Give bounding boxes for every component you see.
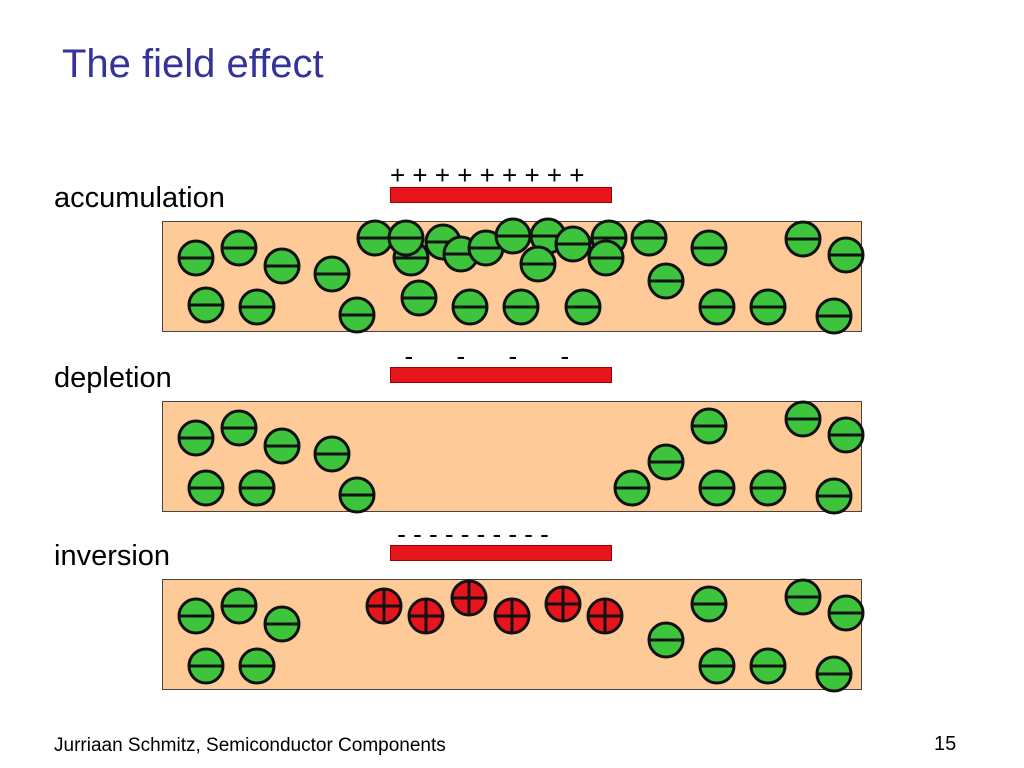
gate-charge-minus-dense: - - - - - - - - - - (390, 519, 549, 549)
electron-carrier (827, 236, 865, 274)
electron-carrier (220, 409, 258, 447)
electron-carrier (177, 597, 215, 635)
hole-carrier (365, 587, 403, 625)
electron-carrier (554, 225, 592, 263)
electron-carrier (690, 229, 728, 267)
electron-carrier (749, 288, 787, 326)
accumulation-label: accumulation (54, 182, 225, 214)
electron-carrier (815, 477, 853, 515)
electron-carrier (177, 419, 215, 457)
electron-carrier (784, 400, 822, 438)
gate-charge-plus: + + + + + + + + + (390, 160, 585, 190)
electron-carrier (690, 407, 728, 445)
electron-carrier (338, 476, 376, 514)
hole-carrier (493, 597, 531, 635)
electron-carrier (187, 469, 225, 507)
electron-carrier (815, 655, 853, 693)
electron-carrier (587, 239, 625, 277)
inversion-label: inversion (54, 540, 171, 572)
electron-carrier (451, 288, 489, 326)
electron-carrier (564, 288, 602, 326)
slide-title: The field effect (62, 42, 324, 86)
electron-carrier (827, 416, 865, 454)
gate-electrode-inversion (390, 545, 612, 561)
electron-carrier (338, 296, 376, 334)
electron-carrier (177, 239, 215, 277)
electron-carrier (263, 247, 301, 285)
hole-carrier (450, 579, 488, 617)
electron-carrier (827, 594, 865, 632)
electron-carrier (630, 219, 668, 257)
electron-carrier (647, 621, 685, 659)
electron-carrier (263, 427, 301, 465)
electron-carrier (698, 288, 736, 326)
electron-carrier (784, 578, 822, 616)
electron-carrier (387, 219, 425, 257)
gate-charge-minus-sparse: - - - - (390, 341, 570, 371)
electron-carrier (690, 585, 728, 623)
page-number: 15 (934, 733, 957, 755)
electron-carrier (220, 587, 258, 625)
electron-carrier (784, 220, 822, 258)
footer-credit: Jurriaan Schmitz, Semiconductor Componen… (54, 735, 446, 756)
electron-carrier (220, 229, 258, 267)
electron-carrier (238, 647, 276, 685)
gate-electrode-depletion (390, 367, 612, 383)
hole-carrier (544, 585, 582, 623)
depletion-label: depletion (54, 362, 172, 394)
electron-carrier (238, 469, 276, 507)
carriers-depletion (177, 400, 865, 515)
electron-carrier (356, 219, 394, 257)
carriers-inversion (177, 578, 865, 693)
electron-carrier (613, 469, 651, 507)
electron-carrier (749, 647, 787, 685)
electron-carrier (698, 647, 736, 685)
electron-carrier (494, 217, 532, 255)
electron-carrier (238, 288, 276, 326)
electron-carrier (400, 279, 438, 317)
electron-carrier (263, 605, 301, 643)
substrate-inversion (162, 578, 865, 693)
electron-carrier (698, 469, 736, 507)
electron-carrier (313, 255, 351, 293)
electron-carrier (313, 435, 351, 473)
electron-carrier (502, 288, 540, 326)
electron-carrier (467, 229, 505, 267)
electron-carrier (647, 443, 685, 481)
substrate-depletion (162, 400, 865, 515)
electron-carrier (749, 469, 787, 507)
gate-electrode-accumulation (390, 187, 612, 203)
hole-carrier (586, 597, 624, 635)
substrate-accumulation (162, 217, 865, 335)
electron-carrier (815, 297, 853, 335)
electron-carrier (187, 286, 225, 324)
electron-carrier (519, 245, 557, 283)
hole-carrier (407, 597, 445, 635)
electron-carrier (647, 262, 685, 300)
carriers-accumulation (177, 217, 865, 335)
electron-carrier (187, 647, 225, 685)
